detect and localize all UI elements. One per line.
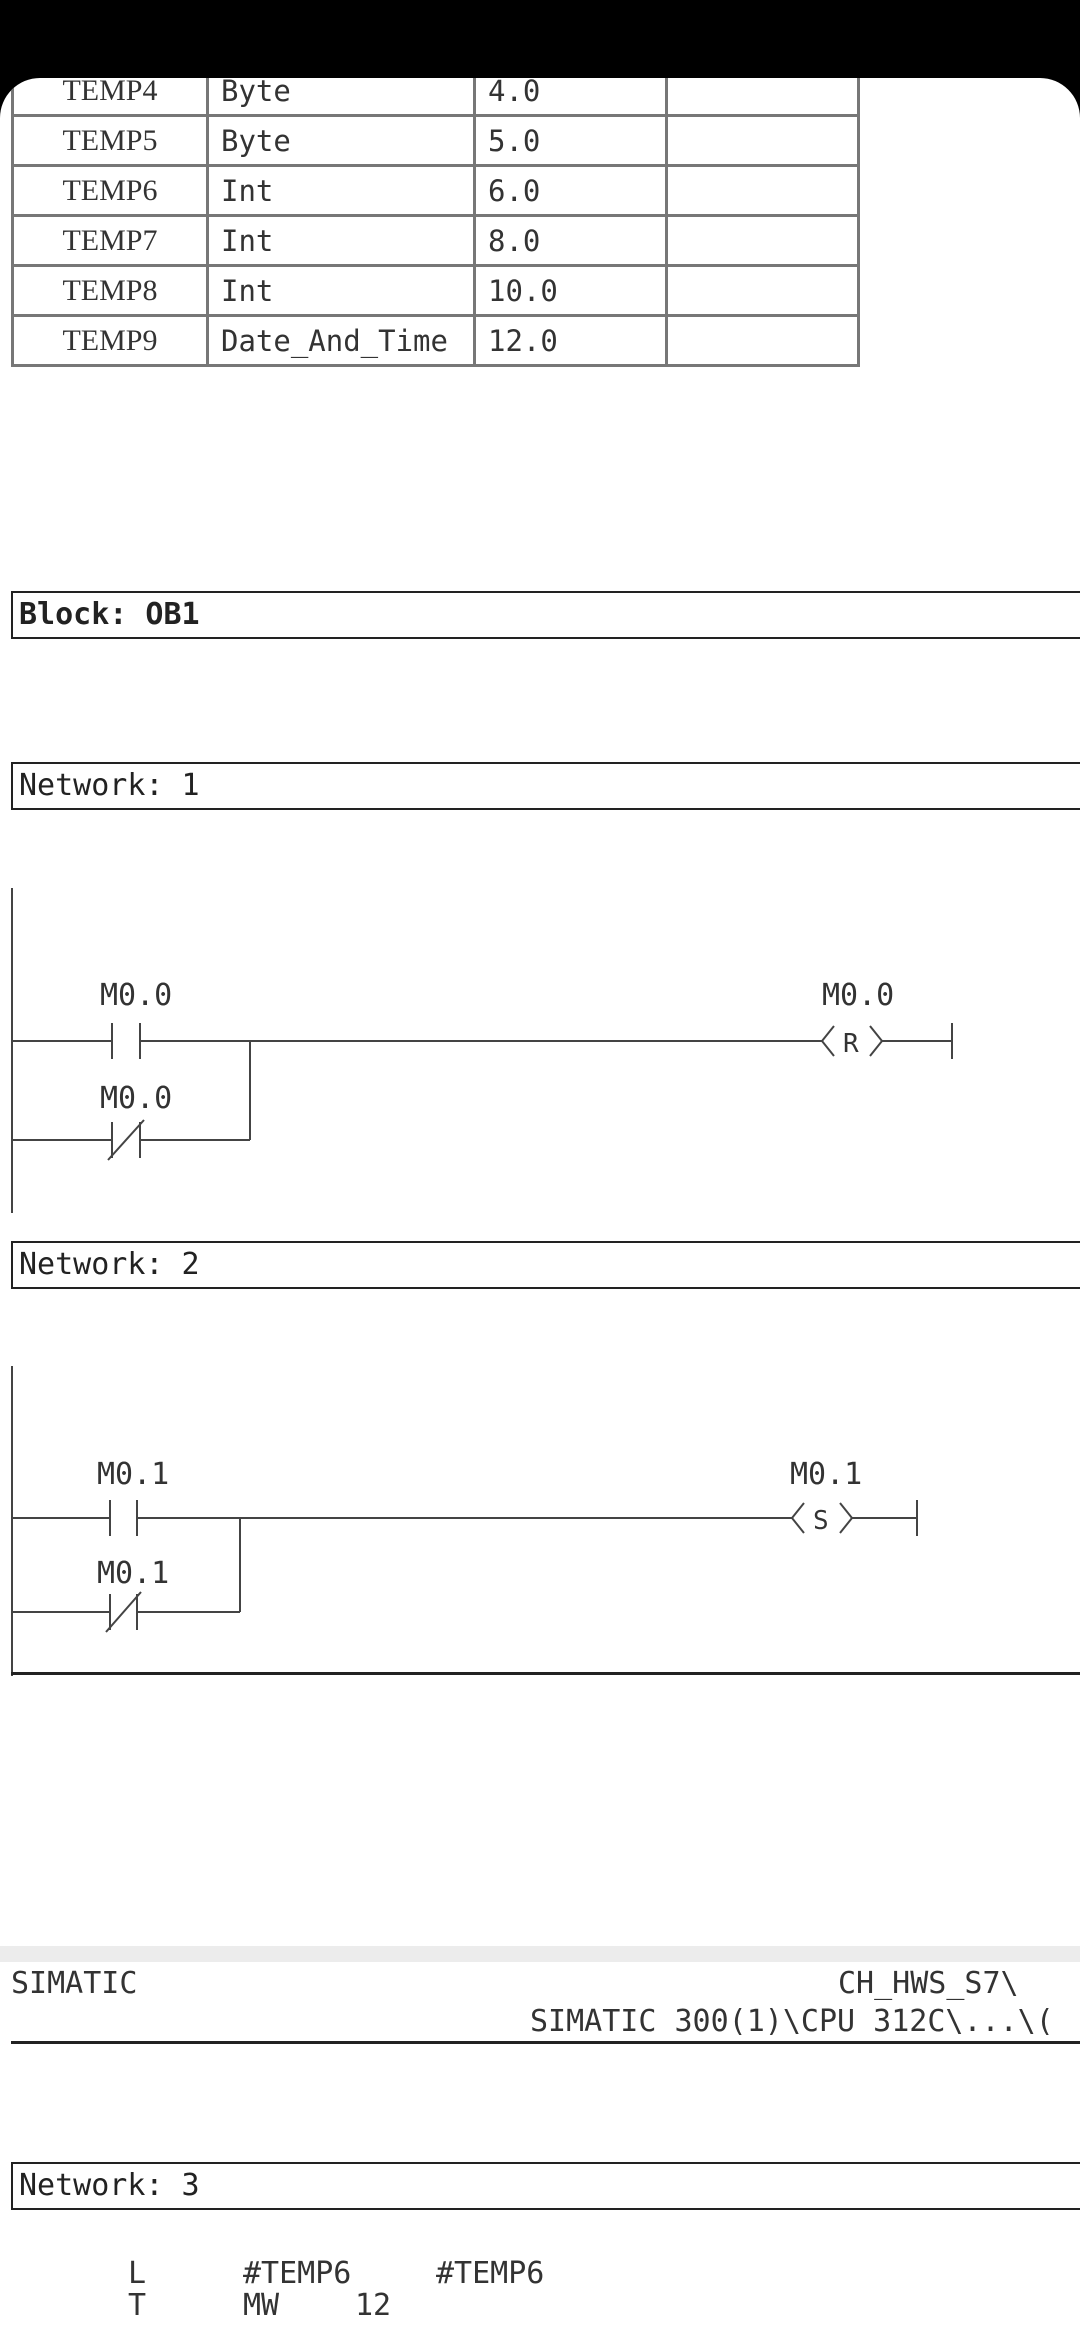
variable-address: 5.0: [473, 114, 668, 167]
variable-comment: [665, 78, 860, 117]
variable-comment: [665, 214, 860, 267]
variable-address: 4.0: [473, 78, 668, 117]
variable-comment: [665, 314, 860, 367]
stl-op: L: [128, 2256, 147, 2291]
page-header-project: CH_HWS_S7\: [838, 1966, 1019, 2001]
variable-address: 6.0: [473, 164, 668, 217]
contact-nc-label: M0.1: [97, 1556, 169, 1591]
stl-arg: #TEMP6: [243, 2256, 352, 2291]
contact-no-label: M0.0: [100, 978, 172, 1013]
block-header: Block: OB1: [11, 591, 1080, 639]
variable-name: TEMP4: [11, 78, 209, 117]
coil-label: M0.0: [822, 978, 894, 1013]
variable-type: Int: [206, 214, 476, 267]
variable-type: Byte: [206, 78, 476, 117]
network-1-header: Network: 1: [11, 762, 1080, 810]
network-1-ladder: M0.0 M0.0 M0.0 R: [11, 888, 953, 1213]
contact-nc-label: M0.0: [100, 1081, 172, 1116]
stl-arg: MW: [243, 2288, 280, 2323]
page-header-rule: [11, 2041, 1080, 2044]
variable-comment: [665, 114, 860, 167]
variable-type: Int: [206, 164, 476, 217]
stl-op: T: [128, 2288, 147, 2323]
coil-type: R: [843, 1029, 859, 1059]
variable-name: TEMP9: [11, 314, 209, 367]
variable-name: TEMP7: [11, 214, 209, 267]
page-break: [0, 1946, 1080, 1962]
contact-no-label: M0.1: [97, 1457, 169, 1492]
variable-address: 8.0: [473, 214, 668, 267]
variable-type: Int: [206, 264, 476, 317]
variable-address: 12.0: [473, 314, 668, 367]
variable-name: TEMP8: [11, 264, 209, 317]
variable-name: TEMP6: [11, 164, 209, 217]
variable-type: Date_And_Time: [206, 314, 476, 367]
stl-comment: #TEMP6: [436, 2256, 545, 2291]
page-end-rule: [11, 1672, 1080, 1675]
stl-comment: 12: [355, 2288, 392, 2323]
coil-type: S: [813, 1506, 829, 1536]
network-3-header: Network: 3: [11, 2162, 1080, 2210]
page-header-left: SIMATIC: [11, 1966, 138, 2001]
variable-type: Byte: [206, 114, 476, 167]
variable-name: TEMP5: [11, 114, 209, 167]
network-2-ladder: M0.1 M0.1 M0.1 S: [11, 1366, 918, 1676]
variable-address: 10.0: [473, 264, 668, 317]
coil-label: M0.1: [790, 1457, 862, 1492]
network-2-header: Network: 2: [11, 1241, 1080, 1289]
page-header-path: SIMATIC 300(1)\CPU 312C\...\(: [530, 2004, 1054, 2039]
variable-comment: [665, 264, 860, 317]
variable-comment: [665, 164, 860, 217]
